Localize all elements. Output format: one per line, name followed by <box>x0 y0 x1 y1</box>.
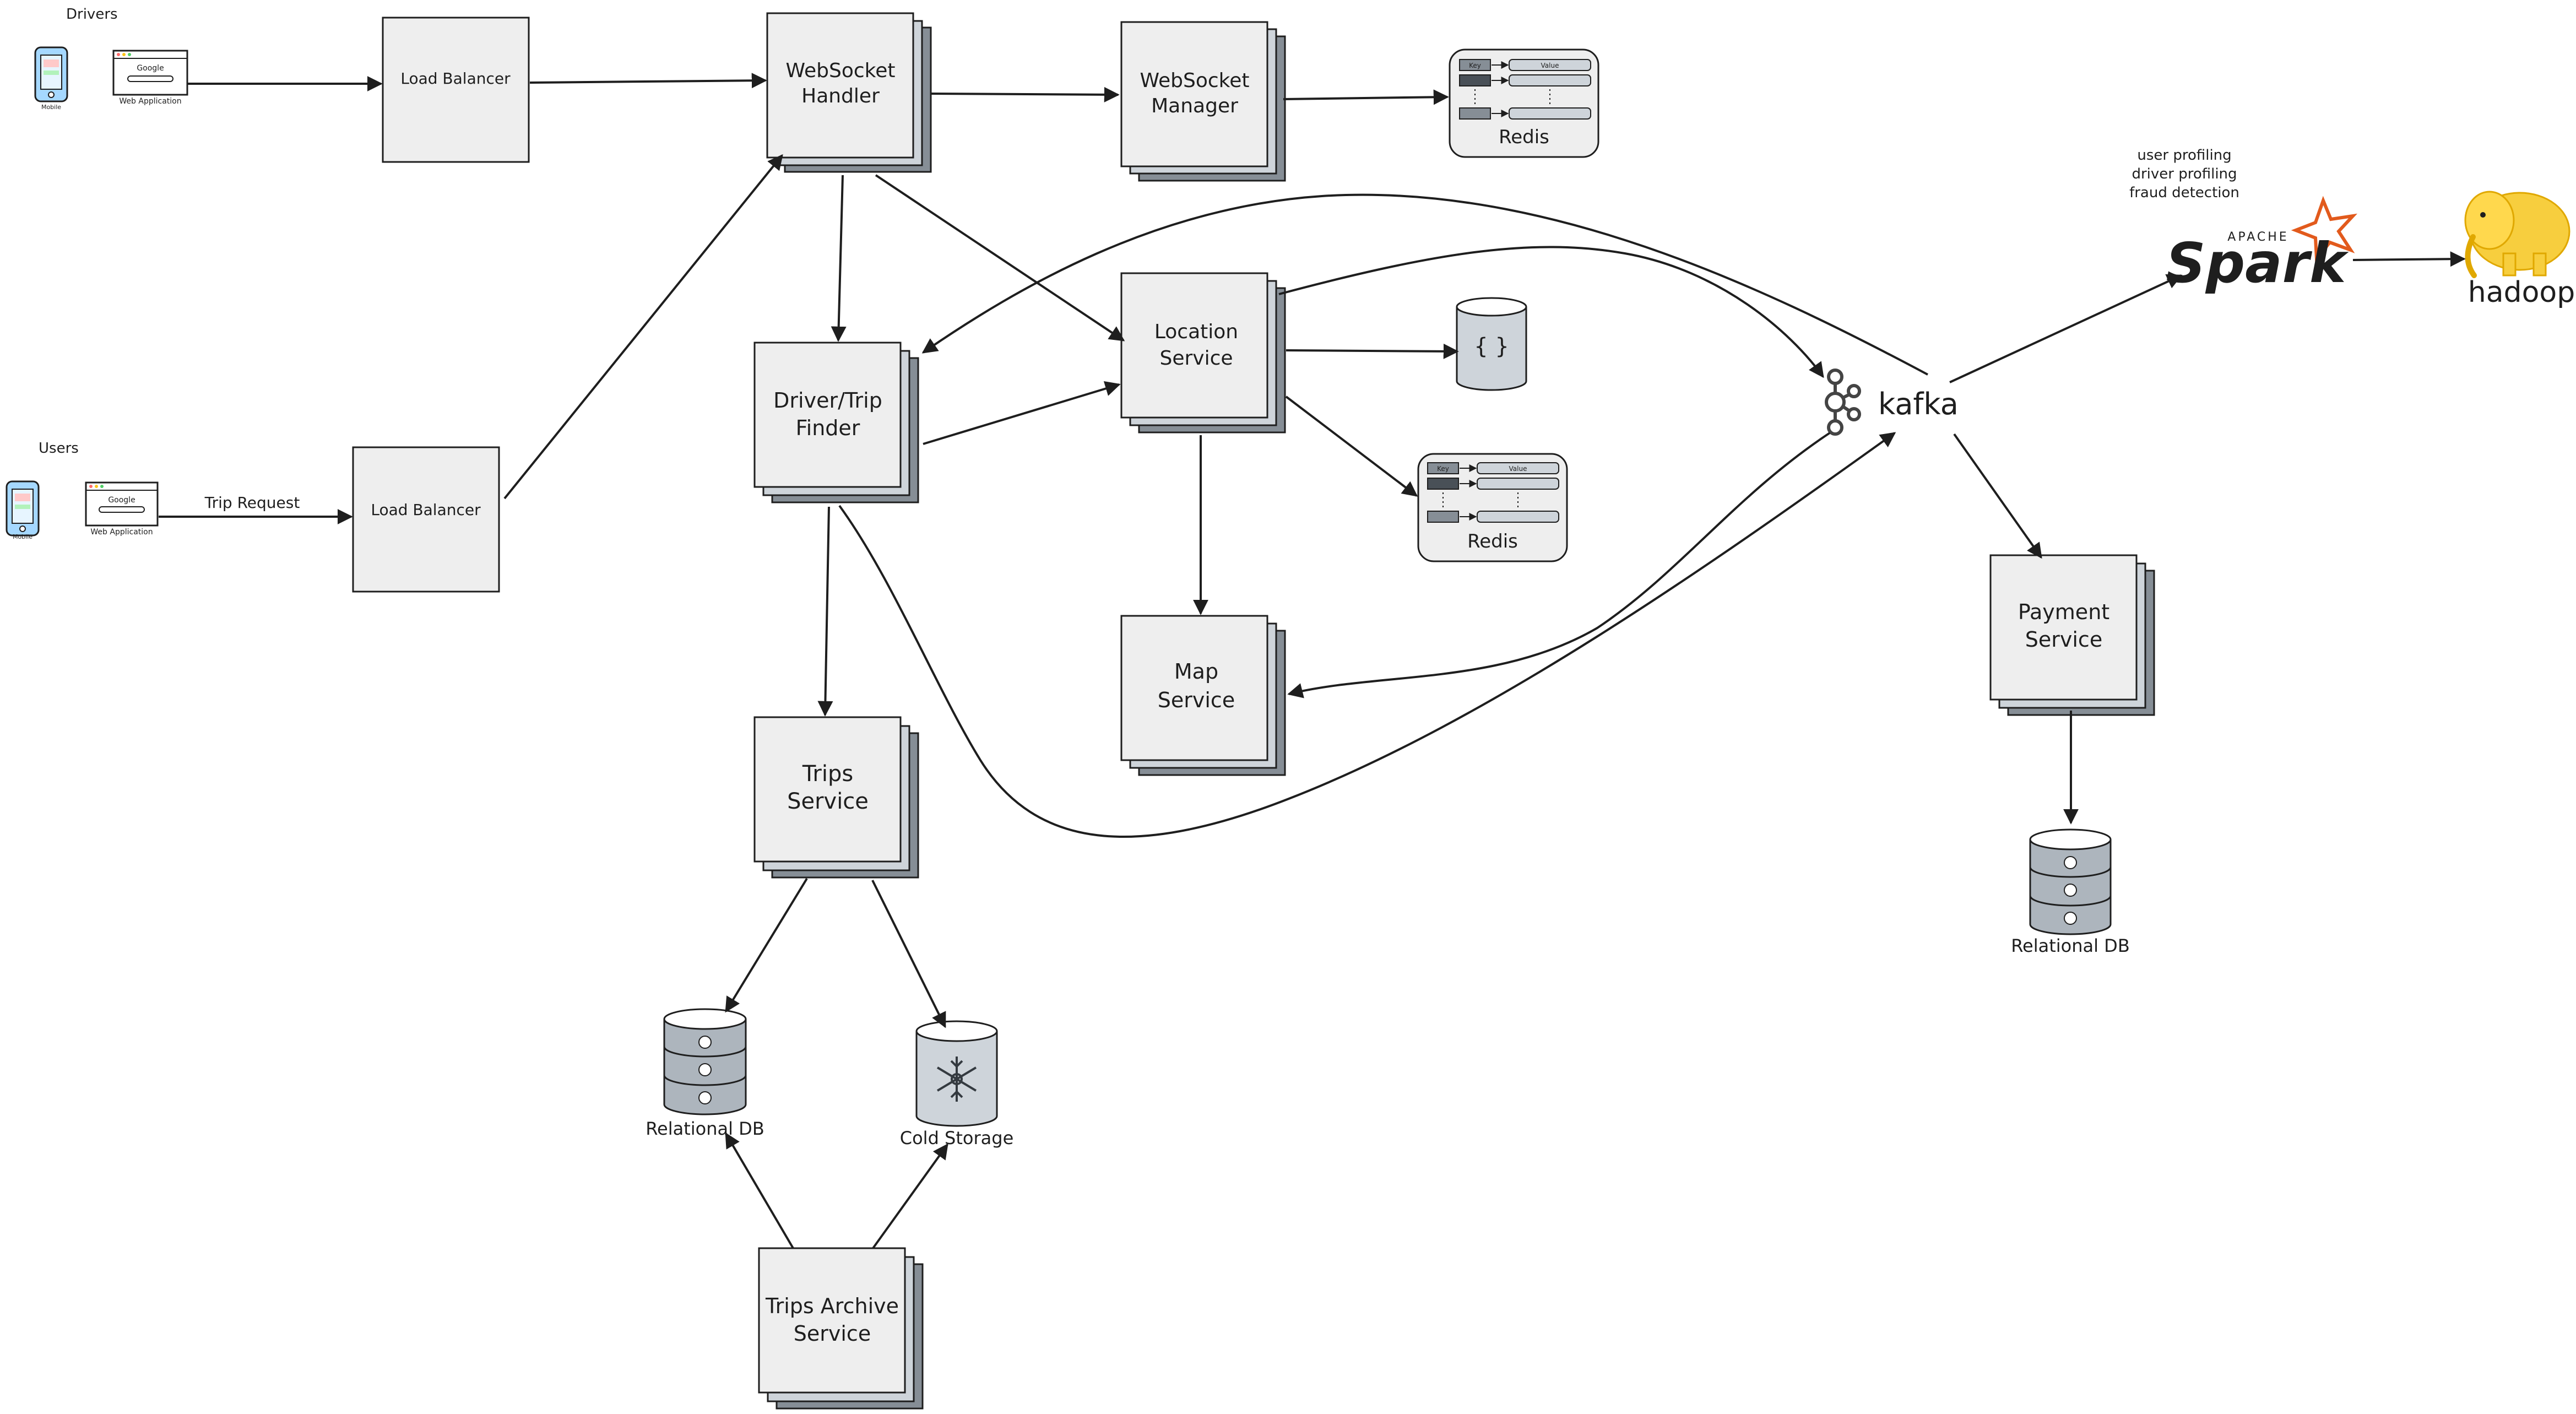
location-service-line1: Location <box>1154 321 1238 343</box>
driver-browser-logo: Google <box>137 64 164 73</box>
payment-service-node: Payment Service <box>1989 554 2155 716</box>
redis-1-key-label: Key <box>1469 62 1481 69</box>
edge-lb-users-to-ws-handler <box>503 154 783 500</box>
drivers-label: Drivers <box>66 6 118 23</box>
edge-archive-to-relational-db <box>725 1132 794 1249</box>
spark-star-icon <box>2291 196 2358 264</box>
map-service-line2: Service <box>1158 688 1235 712</box>
redis-2-key-label: Key <box>1437 465 1449 473</box>
cold-storage-icon <box>915 1020 998 1127</box>
relational-db-trips-label: Relational DB <box>646 1118 764 1139</box>
edge-ws-handler-to-location <box>875 174 1125 342</box>
redis-2-label: Redis <box>1467 530 1518 552</box>
user-web-app-label: Web Application <box>90 528 153 537</box>
location-service-node: Location Service <box>1120 272 1286 434</box>
edge-finder-to-kafka <box>838 432 1896 838</box>
spark-note-3: fraud detection <box>2129 185 2239 201</box>
users-label: Users <box>39 440 79 457</box>
edge-kafka-to-spark <box>1949 274 2183 383</box>
document-store-glyph: { } <box>1474 334 1509 359</box>
edge-lb-to-ws-handler <box>529 73 767 89</box>
map-service-node: Map Service <box>1120 615 1286 776</box>
trips-archive-service-node: Trips Archive Service <box>758 1247 924 1410</box>
driver-trip-finder-line1: Driver/Trip <box>773 388 882 413</box>
load-balancer-users-label: Load Balancer <box>371 501 481 519</box>
kafka-logo: kafka <box>1825 369 1959 436</box>
snowflake-icon <box>936 1057 977 1102</box>
edge-kafka-to-map <box>1287 432 1831 698</box>
edge-kafka-to-finder <box>921 193 1928 376</box>
driver-web-app-icon: Google <box>112 50 188 96</box>
hadoop-logo: hadoop <box>2464 191 2575 309</box>
user-mobile-label: Mobile <box>13 533 32 540</box>
user-browser-logo: Google <box>108 496 135 505</box>
user-mobile-icon <box>6 480 40 537</box>
edge-spark-to-hadoop <box>2352 251 2466 267</box>
redis-1-label: Redis <box>1499 126 1549 148</box>
payment-service-line2: Service <box>2025 627 2102 652</box>
edge-ws-handler-to-ws-manager <box>930 86 1120 102</box>
driver-web-app-label: Web Application <box>119 97 181 106</box>
edge-trips-to-cold-storage <box>871 880 946 1028</box>
edge-location-to-redis <box>1285 396 1418 497</box>
load-balancer-drivers: Load Balancer <box>382 17 530 163</box>
trips-archive-service-line2: Service <box>794 1321 871 1346</box>
trips-archive-service-line1: Trips Archive <box>765 1294 899 1318</box>
redis-cache-1: Key Value Redis <box>1449 48 1599 158</box>
edge-location-to-kafka <box>1278 246 1824 378</box>
websocket-handler-line2: Handler <box>801 85 880 107</box>
relational-db-payment-label: Relational DB <box>2011 935 2130 956</box>
hadoop-label: hadoop <box>2468 276 2575 309</box>
websocket-manager-node: WebSocket Manager <box>1120 21 1286 182</box>
relational-db-payment-icon <box>2029 828 2112 935</box>
driver-trip-finder-node: Driver/Trip Finder <box>753 342 919 503</box>
edges: Trip Request <box>159 73 2466 1249</box>
load-balancer-drivers-label: Load Balancer <box>400 69 511 88</box>
spark-note-2: driver profiling <box>2132 166 2237 182</box>
spark-label: Spark <box>2166 231 2349 295</box>
websocket-manager-line1: WebSocket <box>1140 69 1250 92</box>
edge-ws-manager-to-redis <box>1283 89 1449 105</box>
map-service-line1: Map <box>1174 659 1218 684</box>
edge-trips-to-relational-db <box>725 877 808 1013</box>
redis-1-value-label: Value <box>1541 62 1559 69</box>
load-balancer-users: Load Balancer <box>352 446 500 593</box>
trip-request-label: Trip Request <box>204 494 300 512</box>
edge-ws-handler-to-finder <box>831 175 847 342</box>
location-service-line2: Service <box>1159 347 1233 370</box>
driver-trip-finder-line2: Finder <box>796 416 860 440</box>
websocket-handler-node: WebSocket Handler <box>766 12 932 173</box>
websocket-manager-line2: Manager <box>1151 95 1238 117</box>
spark-note-1: user profiling <box>2137 147 2231 164</box>
trips-service-line2: Service <box>787 789 869 814</box>
user-web-app-icon: Google <box>85 481 159 527</box>
trips-service-node: Trips Service <box>753 716 919 879</box>
relational-db-trips-icon <box>663 1008 747 1115</box>
trips-service-line1: Trips <box>802 761 853 787</box>
cold-storage-label: Cold Storage <box>900 1128 1014 1148</box>
hadoop-elephant-icon <box>2464 191 2570 278</box>
redis-cache-2: Key Value Redis <box>1417 453 1568 562</box>
spark-apache-label: APACHE <box>2227 230 2288 244</box>
edge-archive-to-cold-storage <box>872 1143 948 1249</box>
document-store-icon: { } <box>1456 297 1527 391</box>
spark-logo: APACHE Spark <box>2166 196 2358 295</box>
edge-location-to-docstore <box>1286 343 1459 359</box>
driver-mobile-label: Mobile <box>41 104 61 111</box>
driver-mobile-icon <box>34 46 68 102</box>
redis-2-value-label: Value <box>1509 465 1527 473</box>
kafka-label: kafka <box>1878 387 1959 421</box>
websocket-handler-line1: WebSocket <box>786 59 896 82</box>
payment-service-line1: Payment <box>2018 600 2109 624</box>
edge-finder-to-location <box>923 381 1121 445</box>
edge-kafka-to-payment <box>1953 433 2042 559</box>
edge-finder-to-trips <box>817 506 833 717</box>
